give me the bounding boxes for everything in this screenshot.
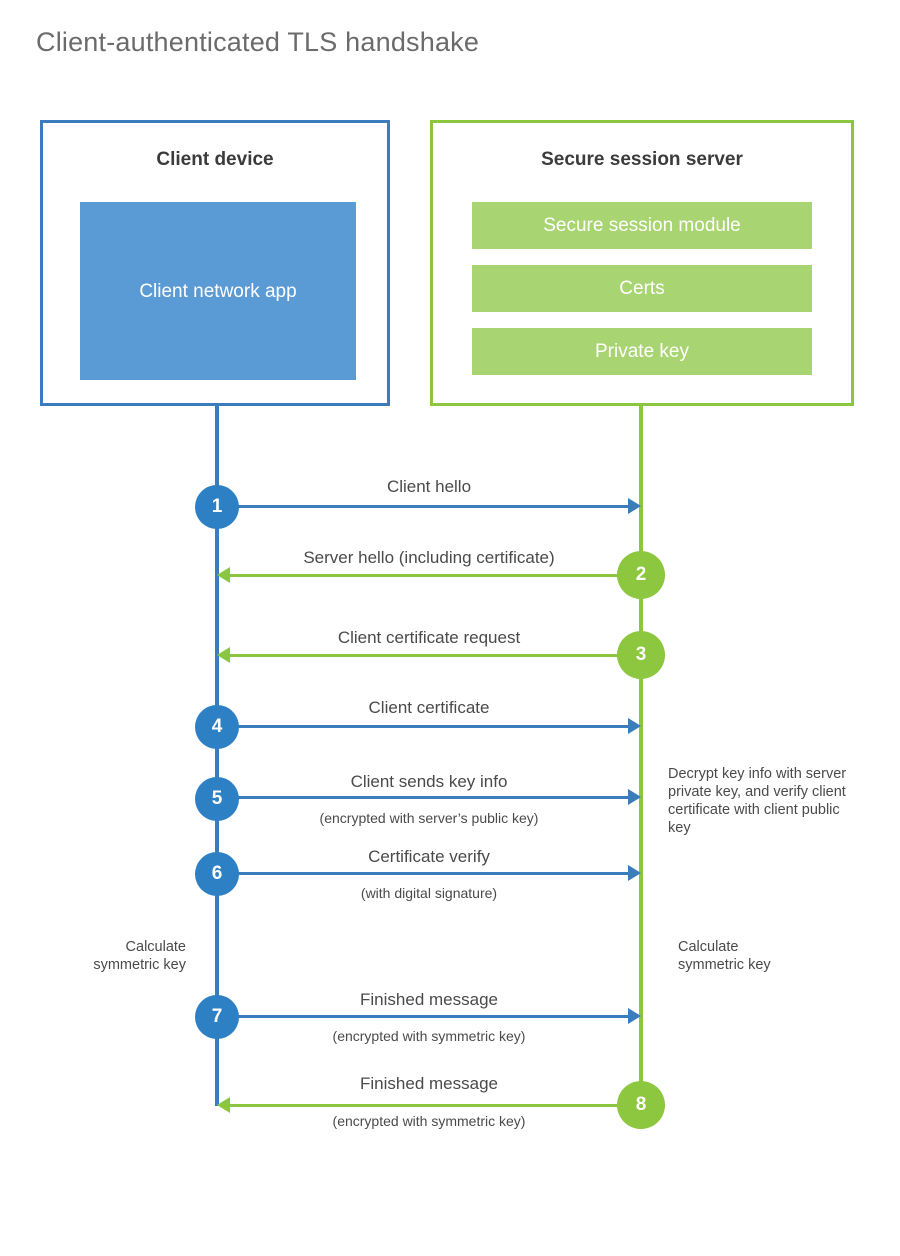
step-6-sublabel: (with digital signature) bbox=[360, 885, 498, 901]
step-4-arrow-line bbox=[217, 725, 628, 728]
client-device-box: Client device Client network app bbox=[40, 120, 390, 406]
step-6-label: Certificate verify bbox=[368, 847, 490, 866]
step-7-arrow-head bbox=[628, 1008, 641, 1024]
step-5-arrow-head bbox=[628, 789, 641, 805]
step-1-arrow-line bbox=[217, 505, 628, 508]
step-1-marker[interactable]: 1 bbox=[195, 485, 239, 529]
step-2-arrow-line bbox=[230, 574, 619, 577]
client-network-app-block: Client network app bbox=[80, 202, 356, 380]
step-4-label: Client certificate bbox=[368, 698, 490, 717]
step-8-arrow-line bbox=[230, 1104, 619, 1107]
server-calculate-symmetric-key-note: Calculate symmetric key bbox=[678, 939, 771, 973]
step-3-arrow-line bbox=[230, 654, 619, 657]
step-4-marker[interactable]: 4 bbox=[195, 705, 239, 749]
page-title: Client-authenticated TLS handshake bbox=[36, 27, 480, 57]
step-5-label: Client sends key info bbox=[350, 772, 508, 791]
server-component-certs: Certs bbox=[472, 265, 812, 312]
step-1-arrow-head bbox=[628, 498, 641, 514]
step-2-marker[interactable]: 2 bbox=[617, 551, 665, 599]
client-device-title: Client device bbox=[156, 149, 274, 170]
step-6-arrow-line bbox=[217, 872, 628, 875]
client-lifeline bbox=[215, 406, 219, 1106]
server-lifeline bbox=[639, 406, 643, 1106]
step-3-arrow-head bbox=[217, 647, 230, 663]
step-2-arrow-head bbox=[217, 567, 230, 583]
step-4-arrow-head bbox=[628, 718, 641, 734]
step-6-arrow-head bbox=[628, 865, 641, 881]
server-decrypt-note: Decrypt key info with server private key… bbox=[668, 766, 847, 836]
step-5-sublabel: (encrypted with server’s public key) bbox=[319, 810, 539, 826]
step-7-label: Finished message bbox=[360, 990, 498, 1009]
step-8-marker[interactable]: 8 bbox=[617, 1081, 665, 1129]
client-calculate-symmetric-key-note: Calculate symmetric key bbox=[93, 939, 186, 973]
step-8-label: Finished message bbox=[360, 1074, 498, 1093]
step-5-arrow-line bbox=[217, 796, 628, 799]
step-2-label: Server hello (including certificate) bbox=[303, 548, 555, 567]
step-6-marker[interactable]: 6 bbox=[195, 852, 239, 896]
step-3-label: Client certificate request bbox=[337, 628, 521, 647]
step-8-arrow-head bbox=[217, 1097, 230, 1113]
step-5-marker[interactable]: 5 bbox=[195, 777, 239, 821]
secure-session-server-box: Secure session server Secure session mod… bbox=[430, 120, 854, 406]
step-8-sublabel: (encrypted with symmetric key) bbox=[332, 1113, 526, 1129]
step-7-arrow-line bbox=[217, 1015, 628, 1018]
step-3-marker[interactable]: 3 bbox=[617, 631, 665, 679]
server-component-secure-session-module: Secure session module bbox=[472, 202, 812, 249]
step-7-marker[interactable]: 7 bbox=[195, 995, 239, 1039]
step-7-sublabel: (encrypted with symmetric key) bbox=[332, 1028, 526, 1044]
server-component-private-key: Private key bbox=[472, 328, 812, 375]
secure-session-server-title: Secure session server bbox=[541, 149, 743, 170]
step-1-label: Client hello bbox=[386, 477, 472, 496]
